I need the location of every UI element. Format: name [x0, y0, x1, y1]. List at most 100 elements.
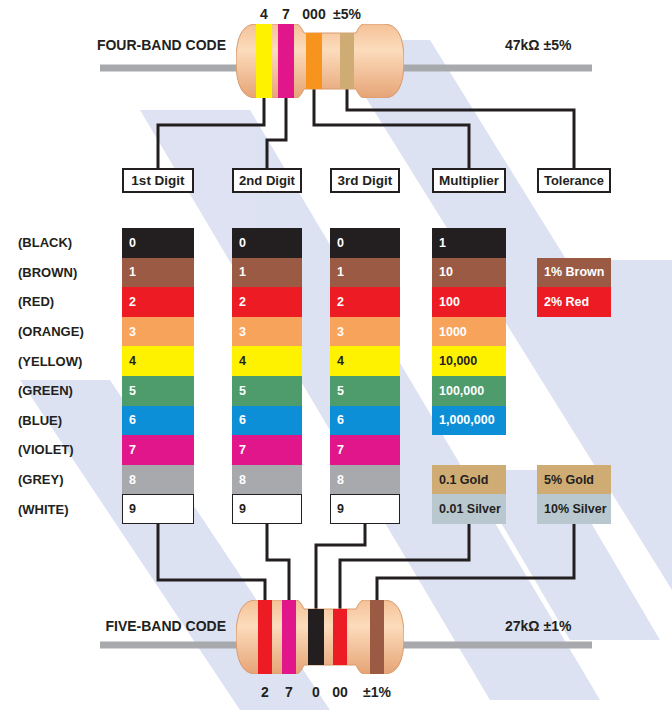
color-band: 0	[308, 609, 324, 665]
color-cell: 2	[330, 287, 400, 317]
color-name: (BLUE)	[18, 413, 62, 428]
color-name-row: (BLACK)	[18, 228, 72, 258]
band-value: 4	[260, 6, 268, 22]
band-value: 2	[261, 684, 269, 700]
color-band: 4	[256, 24, 272, 98]
cell-value: 5	[129, 384, 136, 398]
color-cell: 10% Silver	[537, 494, 611, 524]
color-band: ±5%	[340, 33, 354, 89]
color-cell: 6	[330, 406, 400, 436]
cell-value: 10,000	[439, 354, 477, 368]
color-cell: 5% Gold	[537, 465, 611, 495]
cell-value: 2	[337, 295, 344, 309]
cell-value: 3	[239, 325, 246, 339]
color-cell: 1	[330, 258, 400, 288]
color-cell: 6	[232, 406, 302, 436]
color-cell: 1000	[432, 317, 506, 347]
color-name-row: (BLUE)	[18, 406, 62, 436]
color-cell: 9	[232, 494, 302, 524]
color-cell: 5	[232, 376, 302, 406]
color-name: (BLACK)	[18, 235, 72, 250]
cell-value: 0.01 Silver	[439, 502, 501, 516]
cell-value: 5% Gold	[544, 473, 594, 487]
column-header: Tolerance	[537, 168, 611, 193]
color-cell: 7	[122, 435, 194, 465]
header-text: Tolerance	[544, 173, 604, 188]
cell-value: 6	[129, 413, 136, 427]
cell-value: 1,000,000	[439, 413, 495, 427]
band-value: 7	[282, 6, 290, 22]
cell-value: 5	[337, 384, 344, 398]
connection-wire	[377, 524, 574, 600]
cell-value: 1000	[439, 325, 467, 339]
resistor-value: 27kΩ ±1%	[505, 618, 571, 634]
cell-value: 0	[337, 236, 344, 250]
watermark	[20, 40, 672, 710]
color-cell: 9	[330, 494, 400, 524]
cell-value: 0	[239, 236, 246, 250]
color-name: (BROWN)	[18, 265, 77, 280]
resistor-body: FIVE-BAND CODE27kΩ ±1%27000±1%	[236, 600, 404, 674]
resistor-value: 47kΩ ±5%	[505, 37, 571, 53]
color-cell: 5	[122, 376, 194, 406]
color-cell: 100,000	[432, 376, 506, 406]
color-name: (GREY)	[18, 472, 64, 487]
color-cell: 6	[122, 406, 194, 436]
cell-value: 0	[129, 236, 136, 250]
color-name-row: (RED)	[18, 287, 54, 317]
color-cell: 10	[432, 258, 506, 288]
color-band: 7	[278, 24, 294, 98]
color-name: (YELLOW)	[18, 354, 82, 369]
color-cell: 3	[232, 317, 302, 347]
header-text: 1st Digit	[131, 173, 184, 188]
color-cell: 0	[232, 228, 302, 258]
color-cell: 4	[122, 346, 194, 376]
cell-value: 1	[239, 265, 246, 279]
cell-value: 2% Red	[544, 295, 589, 309]
band-value: 000	[302, 6, 325, 22]
color-cell: 7	[232, 435, 302, 465]
color-cell: 2% Red	[537, 287, 611, 317]
color-name-row: (ORANGE)	[18, 317, 84, 347]
color-cell: 1	[122, 258, 194, 288]
color-name-row: (GREEN)	[18, 376, 73, 406]
color-cell: 1% Brown	[537, 258, 611, 288]
color-cell: 8	[122, 465, 194, 495]
cell-value: 9	[239, 502, 246, 516]
cell-value: 10	[439, 265, 453, 279]
color-cell: 1	[232, 258, 302, 288]
color-band: 7	[282, 600, 296, 674]
cell-value: 3	[129, 325, 136, 339]
cell-value: 2	[239, 295, 246, 309]
connection-wire	[158, 98, 264, 168]
cell-value: 7	[129, 443, 136, 457]
color-name-row: (YELLOW)	[18, 346, 82, 376]
cell-value: 4	[129, 354, 136, 368]
band-value: 7	[285, 684, 293, 700]
header-text: 3rd Digit	[338, 173, 393, 188]
color-cell: 5	[330, 376, 400, 406]
color-cell: 10,000	[432, 346, 506, 376]
connection-wire	[267, 524, 289, 600]
connection-wire	[347, 89, 574, 168]
band-value: 00	[332, 684, 348, 700]
connection-wire	[340, 524, 469, 609]
color-band: 00	[333, 609, 347, 665]
cell-value: 1	[129, 265, 136, 279]
color-cell: 3	[330, 317, 400, 347]
cell-value: 4	[337, 354, 344, 368]
cell-value: 100,000	[439, 384, 484, 398]
color-cell: 8	[232, 465, 302, 495]
color-name: (ORANGE)	[18, 324, 84, 339]
color-name: (VIOLET)	[18, 442, 74, 457]
cell-value: 5	[239, 384, 246, 398]
color-name-row: (GREY)	[18, 465, 64, 495]
code-title: FIVE-BAND CODE	[105, 618, 226, 634]
color-cell: 1,000,000	[432, 406, 506, 436]
color-cell: 0.1 Gold	[432, 465, 506, 495]
color-cell: 3	[122, 317, 194, 347]
resistor-body: FOUR-BAND CODE47kΩ ±5%47000±5%	[236, 24, 404, 98]
cell-value: 100	[439, 295, 460, 309]
column-header: Multiplier	[432, 168, 506, 193]
color-cell: 9	[122, 494, 194, 524]
